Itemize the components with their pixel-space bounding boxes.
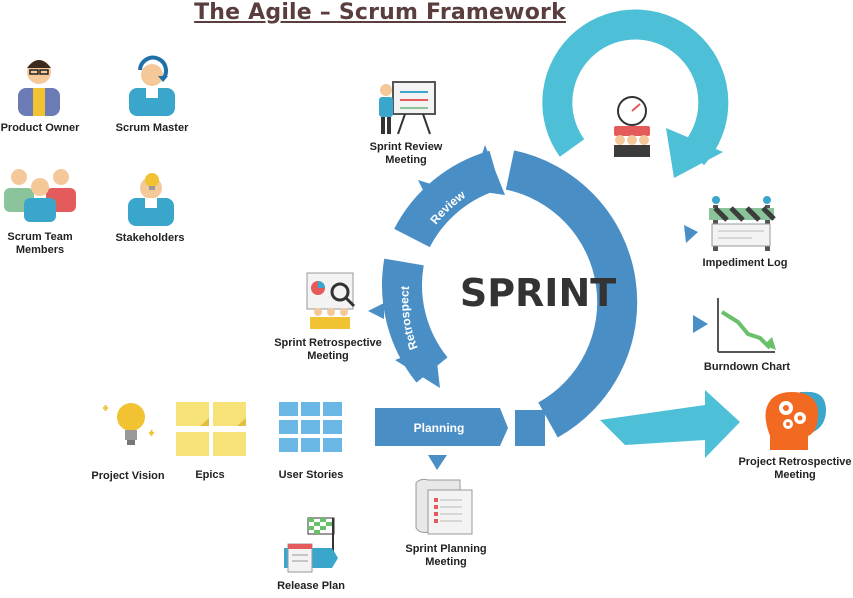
sprint-center-label: SPRINT xyxy=(460,271,616,315)
release-plan-icon xyxy=(284,517,338,573)
scrum-master-label: Scrum Master xyxy=(115,122,189,134)
sprint-retrospective-meeting-label: Sprint Retrospective Meeting xyxy=(274,337,382,362)
pointer-impediment xyxy=(684,225,698,243)
user-stories-label: User Stories xyxy=(278,469,344,481)
stakeholders-label: Stakeholders xyxy=(115,232,185,244)
product-owner-icon xyxy=(18,60,60,116)
planning-label: Planning xyxy=(414,421,465,435)
implementation-label: Implementation xyxy=(642,222,676,314)
project-retrospective-meeting-icon xyxy=(765,391,826,450)
review-arrowhead xyxy=(470,145,505,195)
retrospect-arrowhead xyxy=(395,345,440,388)
daily-scrum-meeting-icon xyxy=(614,96,650,157)
stakeholders-icon xyxy=(128,173,174,226)
epics-label: Epics xyxy=(195,469,225,481)
sprint-planning-meeting-icon xyxy=(415,478,473,535)
scrum-team-members-label: Scrum Team Members xyxy=(7,231,73,256)
scrum-master-icon xyxy=(129,55,175,116)
epics-icon xyxy=(176,402,246,456)
pointer-burndown xyxy=(693,315,708,333)
pointer-planning-meeting xyxy=(428,455,447,470)
product-owner-label: Product Owner xyxy=(0,122,80,134)
project-vision-icon xyxy=(103,403,154,445)
daily-scrum-arrowhead xyxy=(666,128,723,178)
page-title: The Agile – Scrum Framework xyxy=(194,0,566,25)
release-plan-label: Release Plan xyxy=(277,580,345,592)
sprint-retrospective-meeting-icon xyxy=(306,272,356,329)
daily-scrum-loop xyxy=(542,9,729,166)
planning-bar xyxy=(375,408,508,446)
daily-scrum-label: Daily Scrum xyxy=(594,65,663,85)
exit-arrow xyxy=(600,390,740,458)
burndown-chart-label: Burndown Chart xyxy=(703,361,791,373)
sprint-review-meeting-icon xyxy=(379,81,436,135)
user-stories-icon xyxy=(279,402,342,452)
project-vision-label: Project Vision xyxy=(91,470,165,482)
sprint-planning-meeting-label: Sprint Planning Meeting xyxy=(405,543,487,568)
sprint-arc-main xyxy=(505,150,638,438)
pointer-review-meeting xyxy=(418,180,434,196)
pointer-retro-meeting xyxy=(368,303,384,319)
impediment-log-icon xyxy=(709,196,776,251)
burndown-chart-icon xyxy=(717,298,776,353)
scrum-team-members-icon xyxy=(4,169,76,222)
impediment-log-label: Impediment Log xyxy=(702,257,788,269)
sprint-review-meeting-label: Sprint Review Meeting xyxy=(369,141,443,166)
project-retrospective-meeting-label: Project Retrospective Meeting xyxy=(738,456,852,481)
